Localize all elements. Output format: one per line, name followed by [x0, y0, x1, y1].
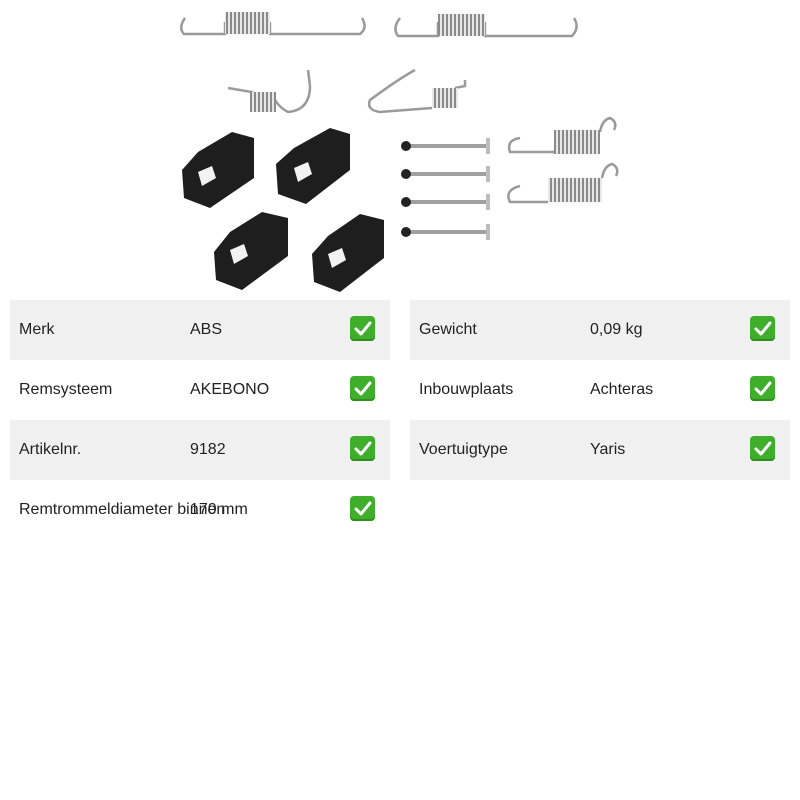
long-spring-2: [394, 17, 578, 38]
check-mark-icon: [750, 436, 775, 461]
check-mark-icon: [350, 376, 375, 401]
clip-1: [182, 132, 254, 208]
spec-value: Achteras: [590, 381, 654, 398]
spec-label: Remsysteem: [19, 381, 113, 398]
check-mark-icon: [750, 316, 775, 341]
spec-row: Merk ABS: [10, 300, 390, 360]
spec-table-left: Merk ABS Remsysteem AKEBONO Artikelnr. 9…: [10, 300, 390, 540]
product-image: [170, 0, 630, 295]
pins: [401, 138, 490, 240]
spec-row: Voertuigtype Yaris: [410, 420, 790, 480]
spec-value: Yaris: [590, 441, 626, 458]
spec-label: Artikelnr.: [19, 441, 82, 458]
spec-label: Inbouwplaats: [419, 381, 514, 398]
check-mark-icon: [750, 376, 775, 401]
brake-hardware-kit-image: [180, 12, 619, 292]
spec-table-right: Gewicht 0,09 kg Inbouwplaats Achteras Vo…: [410, 300, 790, 480]
spec-value: 170 mm: [190, 501, 248, 518]
clip-2: [276, 128, 350, 204]
spec-value: AKEBONO: [190, 381, 270, 398]
spec-label: Voertuigtype: [419, 441, 508, 458]
spec-row: Remsysteem AKEBONO: [10, 360, 390, 420]
spec-row: Remtrommeldiameter binnen 170 mm: [10, 480, 390, 540]
spec-label: Merk: [19, 321, 55, 338]
check-mark-icon: [350, 496, 375, 521]
check-mark-icon: [350, 436, 375, 461]
spec-value: 0,09 kg: [590, 321, 643, 338]
spec-value: 9182: [190, 441, 226, 458]
spec-label: Gewicht: [419, 321, 477, 338]
spec-label: Remtrommeldiameter binnen: [19, 501, 226, 518]
spec-row: Artikelnr. 9182: [10, 420, 390, 480]
spec-row: Gewicht 0,09 kg: [410, 300, 790, 360]
clip-3: [214, 212, 288, 290]
check-mark-icon: [350, 316, 375, 341]
spec-row: Inbouwplaats Achteras: [410, 360, 790, 420]
spec-value: ABS: [190, 321, 223, 338]
long-spring-1: [180, 17, 366, 36]
clip-4: [312, 214, 384, 292]
